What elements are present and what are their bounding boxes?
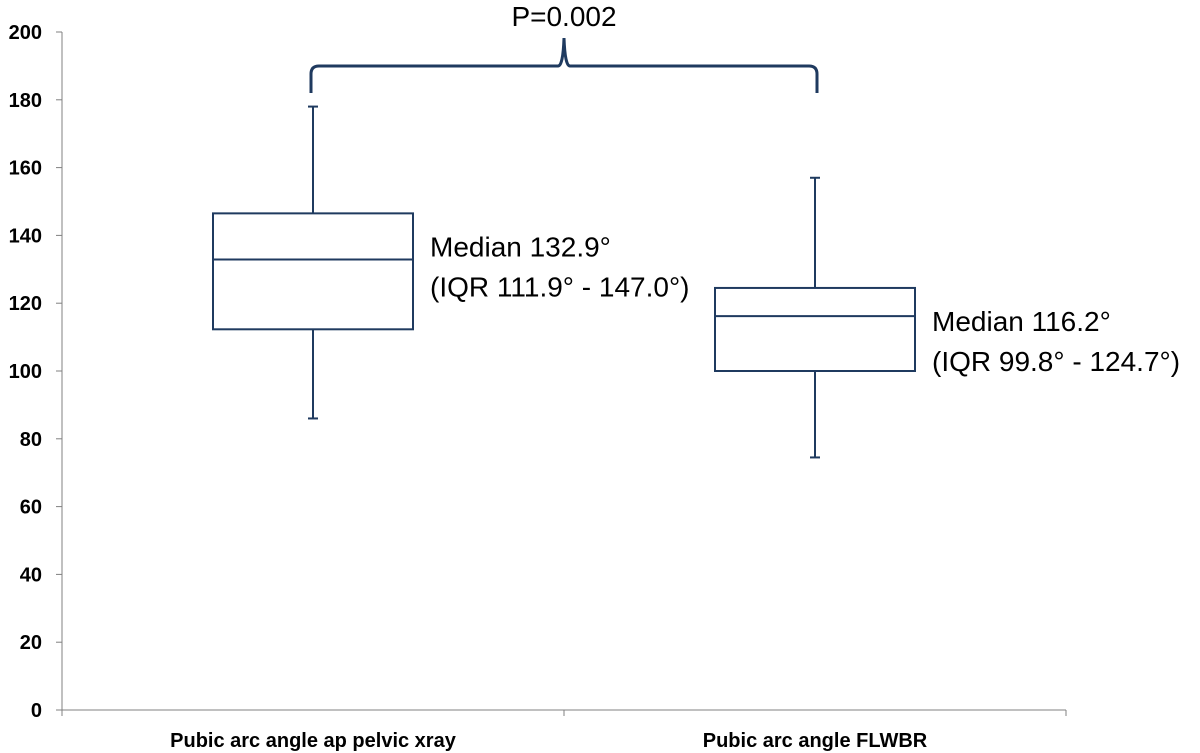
bracket-path bbox=[309, 37, 819, 93]
y-tick-label: 20 bbox=[20, 632, 42, 654]
p-value-label: P=0.002 bbox=[511, 1, 616, 32]
y-tick-label: 80 bbox=[20, 429, 42, 451]
median-annotation: Median 116.2° bbox=[932, 306, 1111, 337]
x-category-label: Pubic arc angle ap pelvic xray bbox=[170, 730, 457, 752]
y-tick-label: 0 bbox=[31, 700, 42, 722]
iqr-box bbox=[714, 286, 916, 373]
y-tick-label: 160 bbox=[9, 158, 42, 180]
significance-bracket: P=0.002 bbox=[309, 1, 819, 93]
iqr-box bbox=[212, 212, 414, 331]
y-tick-label: 40 bbox=[20, 564, 42, 586]
annotations: Median 132.9° (IQR 111.9° - 147.0°) Median… bbox=[430, 231, 1180, 377]
y-tick-label: 200 bbox=[9, 22, 42, 44]
y-tick-label: 180 bbox=[9, 90, 42, 112]
y-tick-label: 100 bbox=[9, 361, 42, 383]
y-tick-label: 60 bbox=[20, 497, 42, 519]
x-category-label: Pubic arc angle FLWBR bbox=[703, 730, 928, 752]
y-ticks: 0 20 40 60 80 100 120 140 160 180 200 bbox=[9, 22, 62, 722]
boxes bbox=[212, 105, 916, 459]
x-ticks: Pubic arc angle ap pelvic xray Pubic arc … bbox=[61, 710, 1067, 752]
box-group bbox=[212, 105, 414, 420]
iqr-annotation: (IQR 111.9° - 147.0°) bbox=[430, 271, 689, 302]
y-tick-label: 140 bbox=[9, 225, 42, 247]
box-group bbox=[714, 176, 916, 459]
y-tick-label: 120 bbox=[9, 293, 42, 315]
iqr-annotation: (IQR 99.8° - 124.7°) bbox=[932, 346, 1180, 377]
median-annotation: Median 132.9° bbox=[430, 231, 611, 262]
